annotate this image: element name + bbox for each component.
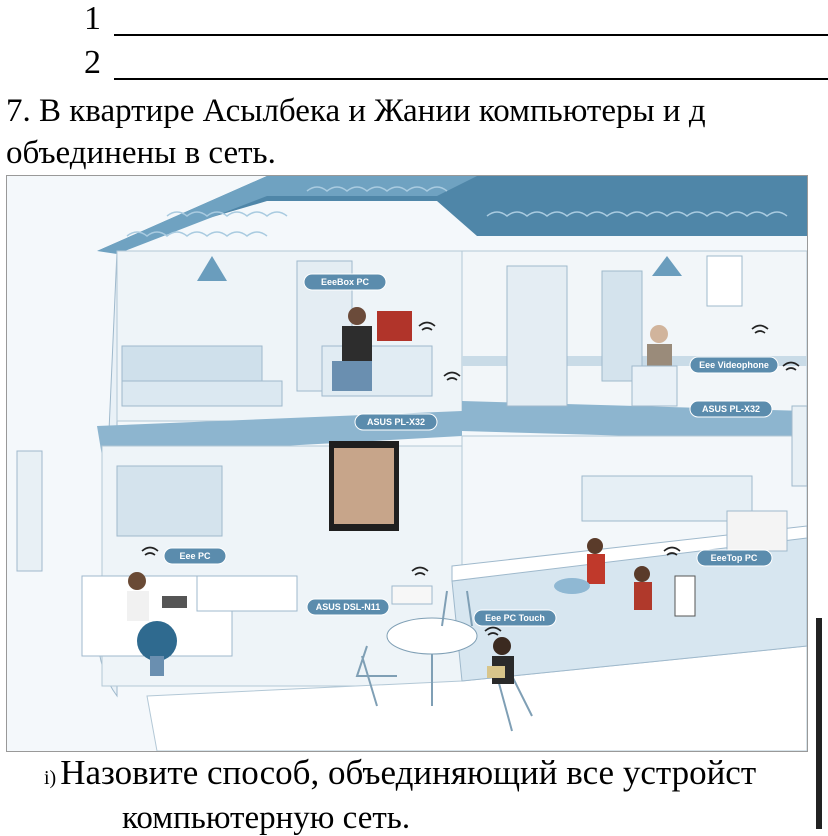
- answer-item-2: 2: [84, 46, 114, 80]
- svg-text:Eee PC: Eee PC: [179, 551, 211, 561]
- sub-question-marker: i): [44, 767, 57, 789]
- scrollbar-thumb[interactable]: [816, 618, 822, 829]
- svg-text:ASUS DSL-N11: ASUS DSL-N11: [316, 602, 381, 612]
- answer-number: 2: [84, 44, 101, 81]
- label-eeetop-pc: EeeTop PC: [696, 549, 773, 567]
- question-text-line-2: объединены в сеть.: [6, 135, 276, 171]
- home-network-illustration: EeeBox PC ASUS PL-X32 Eee Videophone ASU…: [6, 175, 808, 752]
- label-eee-videophone: Eee Videophone: [689, 356, 779, 374]
- sub-question-text: Назовите способ, объединяющий все устрой…: [60, 753, 757, 792]
- sub-question-line-1: i)Назовите способ, объединяющий все устр…: [44, 754, 756, 797]
- label-asus-plx32-right: ASUS PL-X32: [689, 400, 773, 418]
- answer-line-2: [114, 78, 828, 80]
- label-asus-plx32-top: ASUS PL-X32: [354, 413, 438, 431]
- label-asus-dsl-n11: ASUS DSL-N11: [306, 598, 390, 616]
- question-text-line-1: 7. В квартире Асылбека и Жании компьютер…: [6, 93, 706, 129]
- answer-item-1: 1: [84, 2, 114, 36]
- label-eee-pc-touch: Eee PC Touch: [473, 609, 557, 627]
- sub-question-line-2: компьютерную сеть.: [122, 800, 411, 836]
- svg-text:ASUS PL-X32: ASUS PL-X32: [702, 404, 760, 414]
- svg-text:ASUS PL-X32: ASUS PL-X32: [367, 417, 425, 427]
- svg-text:EeeTop PC: EeeTop PC: [711, 553, 758, 563]
- svg-text:Eee Videophone: Eee Videophone: [699, 360, 769, 370]
- label-eee-pc: Eee PC: [163, 547, 227, 565]
- label-eeebox-pc: EeeBox PC: [303, 273, 387, 291]
- svg-text:Eee PC Touch: Eee PC Touch: [485, 613, 545, 623]
- answer-number: 1: [84, 0, 101, 37]
- svg-text:EeeBox PC: EeeBox PC: [321, 277, 370, 287]
- answer-line-1: [114, 34, 828, 36]
